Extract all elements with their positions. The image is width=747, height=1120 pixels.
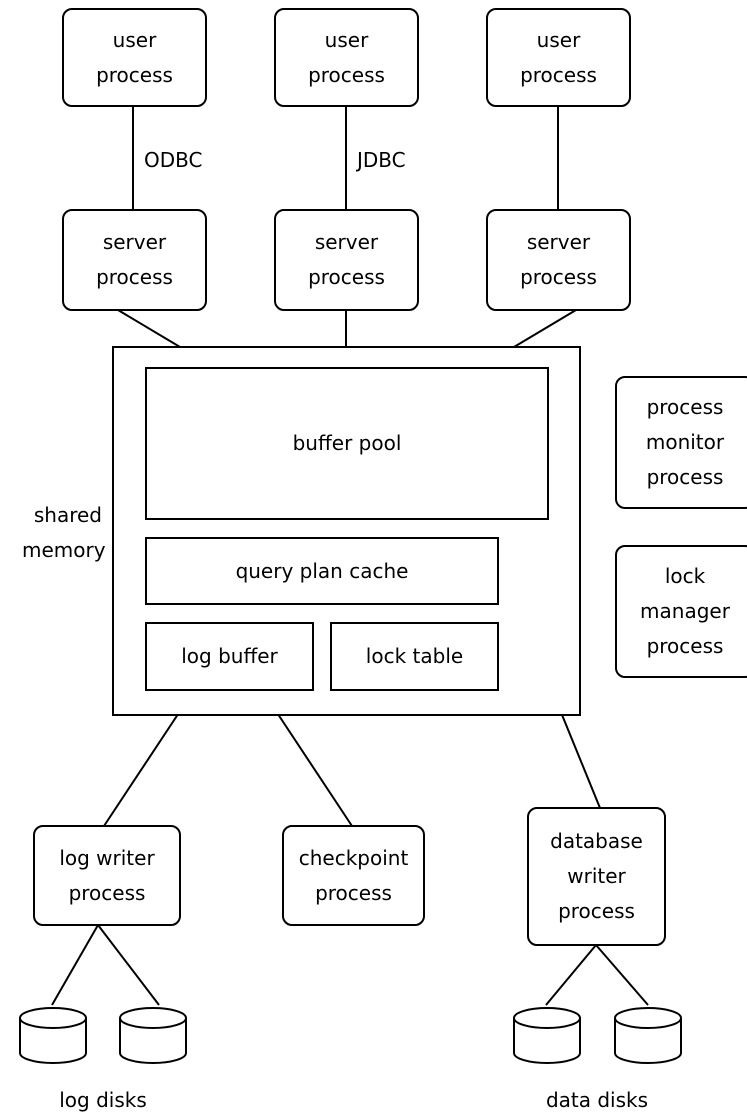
log-writer-label: log writer process bbox=[59, 845, 155, 905]
shared-memory-label: shared memory bbox=[22, 503, 106, 562]
query-plan-cache-box: query plan cache bbox=[145, 537, 499, 605]
database-writer-label: database writer process bbox=[550, 829, 643, 923]
db-writer-to-disk-1-line bbox=[545, 944, 597, 1006]
odbc-label: ODBC bbox=[144, 148, 203, 172]
server-process-1-box: server process bbox=[62, 209, 207, 311]
jdbc-label: JDBC bbox=[357, 148, 406, 172]
log-writer-box: log writer process bbox=[33, 825, 181, 926]
server-shared-memory-line-1 bbox=[117, 309, 181, 348]
data-disk-2-icon bbox=[614, 1007, 682, 1064]
database-writer-box: database writer process bbox=[527, 807, 666, 946]
checkpoint-box: checkpoint process bbox=[282, 825, 425, 926]
log-buffer-box: log buffer bbox=[145, 622, 314, 691]
server-process-3-label: server process bbox=[520, 230, 597, 289]
log-buffer-label: log buffer bbox=[181, 644, 278, 668]
user-process-1-label: user process bbox=[96, 27, 173, 87]
server-process-2-label: server process bbox=[308, 230, 385, 289]
query-plan-cache-label: query plan cache bbox=[235, 558, 409, 583]
lock-table-box: lock table bbox=[330, 622, 499, 691]
buffer-pool-label: buffer pool bbox=[292, 431, 402, 455]
data-disk-1-icon bbox=[513, 1007, 581, 1064]
user-process-2-label: user process bbox=[308, 27, 385, 87]
lock-manager-box: lock manager process bbox=[615, 545, 747, 678]
user-process-3-box: user process bbox=[486, 8, 631, 107]
user-process-2-box: user process bbox=[274, 8, 419, 107]
data-disks-label: data disks bbox=[545, 1088, 649, 1112]
process-monitor-box: process monitor process bbox=[615, 376, 747, 509]
db-writer-to-disk-2-line bbox=[595, 944, 649, 1006]
log-writer-to-disk-2-line bbox=[97, 924, 160, 1006]
process-monitor-label: process monitor process bbox=[645, 395, 725, 489]
buffer-pool-box: buffer pool bbox=[145, 367, 549, 520]
server-process-2-box: server process bbox=[274, 209, 419, 311]
log-disks-label: log disks bbox=[59, 1088, 147, 1112]
lock-manager-label: lock manager process bbox=[640, 564, 730, 658]
server-shared-memory-line-3 bbox=[513, 309, 577, 348]
user-process-1-box: user process bbox=[62, 8, 207, 107]
server-process-3-box: server process bbox=[486, 209, 631, 311]
log-disk-1-icon bbox=[19, 1007, 87, 1064]
checkpoint-label: checkpoint process bbox=[298, 845, 409, 905]
lock-table-label: lock table bbox=[365, 644, 464, 668]
log-disk-2-icon bbox=[119, 1007, 187, 1064]
user-process-3-label: user process bbox=[520, 27, 597, 87]
server-process-1-label: server process bbox=[96, 230, 173, 289]
log-writer-to-disk-1-line bbox=[51, 924, 99, 1006]
